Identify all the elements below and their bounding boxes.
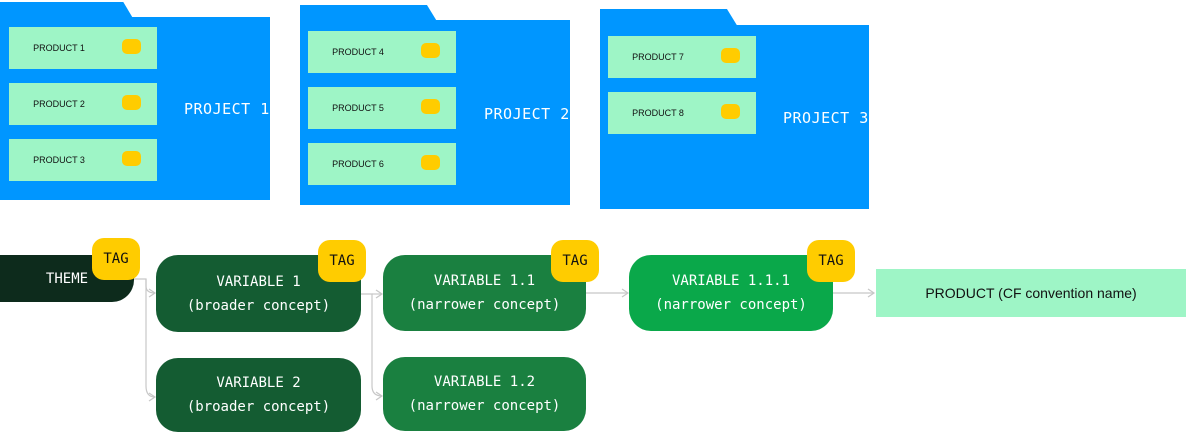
product-node[interactable]: PRODUCT (CF convention name) — [876, 269, 1186, 317]
tag-badge[interactable]: TAG — [807, 240, 855, 282]
variable-title: VARIABLE 2 — [216, 375, 301, 391]
folder-tab — [0, 2, 134, 20]
variable-1-1-1-node[interactable]: VARIABLE 1.1.1 (narrower concept) — [629, 255, 833, 331]
variable-2-node[interactable]: VARIABLE 2 (broader concept) — [156, 358, 361, 432]
product-card[interactable]: PRODUCT 7 — [608, 36, 756, 78]
variable-title: VARIABLE 1 — [216, 273, 301, 290]
tag-indicator — [122, 151, 141, 166]
tag-badge[interactable]: TAG — [551, 240, 599, 282]
project-label: PROJECT 2 — [484, 105, 570, 123]
product-label: PRODUCT 5 — [332, 103, 384, 113]
variable-1-2-node[interactable]: VARIABLE 1.2 (narrower concept) — [383, 357, 586, 431]
tag-badge[interactable]: TAG — [92, 238, 140, 280]
tag-badge[interactable]: TAG — [318, 240, 366, 282]
product-label: PRODUCT 3 — [33, 155, 85, 165]
product-card[interactable]: PRODUCT 6 — [308, 143, 456, 185]
product-card[interactable]: PRODUCT 2 — [9, 83, 157, 125]
arrow-head — [375, 289, 384, 299]
arrow-head — [621, 288, 630, 298]
variable-subtitle: (narrower concept) — [408, 297, 561, 313]
product-card[interactable]: PRODUCT 1 — [9, 27, 157, 69]
arrow-head — [375, 391, 384, 401]
product-card[interactable]: PRODUCT 3 — [9, 139, 157, 181]
connector-theme-variable-2 — [134, 278, 156, 398]
tag-indicator — [421, 43, 440, 58]
variable-title: VARIABLE 1.1.1 — [671, 273, 790, 289]
connector-theme-variable-1 — [145, 279, 156, 294]
project-label: PROJECT 1 — [184, 100, 270, 118]
product-cf-name: PRODUCT (CF convention name) — [925, 285, 1137, 301]
product-label: PRODUCT 1 — [33, 43, 85, 53]
product-label: PRODUCT 4 — [332, 47, 384, 57]
arrow-head — [148, 392, 157, 402]
project-label: PROJECT 3 — [783, 109, 869, 127]
product-card[interactable]: PRODUCT 4 — [308, 31, 456, 73]
product-card[interactable]: PRODUCT 5 — [308, 87, 456, 129]
arrow-head — [148, 288, 157, 298]
product-label: PRODUCT 6 — [332, 159, 384, 169]
tag-indicator — [122, 95, 141, 110]
connector-v1-v1-2 — [361, 293, 383, 397]
tag-indicator — [421, 155, 440, 170]
product-label: PRODUCT 2 — [33, 99, 85, 109]
theme-label: THEME — [45, 270, 89, 287]
variable-title: VARIABLE 1.1 — [433, 273, 536, 289]
product-card[interactable]: PRODUCT 8 — [608, 92, 756, 134]
folder-tab — [600, 9, 738, 27]
product-label: PRODUCT 7 — [632, 52, 684, 62]
variable-subtitle: (narrower concept) — [655, 297, 807, 313]
variable-subtitle: (broader concept) — [186, 297, 331, 314]
arrow-head — [867, 288, 876, 298]
variable-subtitle: (broader concept) — [186, 399, 331, 415]
tag-indicator — [721, 48, 740, 63]
folder-tab — [300, 5, 438, 23]
tag-indicator — [421, 99, 440, 114]
variable-subtitle: (narrower concept) — [408, 398, 561, 414]
product-label: PRODUCT 8 — [632, 108, 684, 118]
variable-title: VARIABLE 1.2 — [433, 374, 536, 390]
tag-indicator — [122, 39, 141, 54]
tag-indicator — [721, 104, 740, 119]
